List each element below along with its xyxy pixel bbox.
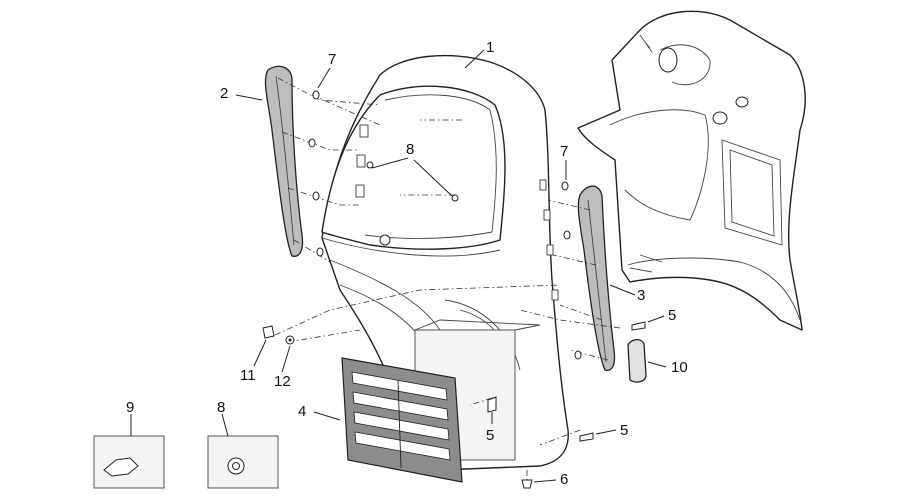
cover-plate [627, 338, 647, 383]
callout-10: 10 [671, 359, 688, 376]
left-trim-strip [264, 65, 304, 257]
callout-7-left: 7 [328, 51, 336, 68]
callout-5-bottom: 5 [620, 422, 628, 439]
screw-icon [631, 321, 646, 331]
callout-7-right: 7 [560, 143, 568, 160]
nut-icon [262, 325, 275, 339]
callout-5-top: 5 [668, 307, 676, 324]
callout-6: 6 [560, 471, 568, 488]
callout-4: 4 [298, 403, 306, 420]
grille [341, 357, 463, 483]
callout-3: 3 [637, 287, 645, 304]
kit-box-9 [93, 435, 165, 489]
callout-12: 12 [274, 373, 291, 390]
screw-icon [487, 396, 497, 413]
callout-11: 11 [240, 367, 256, 384]
callout-5-mid: 5 [486, 427, 494, 444]
callout-9: 9 [126, 399, 134, 416]
callout-8-kit: 8 [217, 399, 225, 416]
kit-box-8 [207, 435, 279, 489]
callout-labels: 1 2 3 4 5 5 5 6 7 7 8 8 9 10 11 12 [126, 39, 688, 488]
washer-icon [561, 181, 569, 191]
hardware [262, 90, 646, 489]
front-shield [321, 54, 569, 471]
screw-icon [521, 479, 533, 489]
clip-icon [103, 457, 139, 477]
callout-8-diagram: 8 [406, 141, 414, 158]
washer-icon [312, 90, 320, 100]
right-trim-strip [577, 185, 616, 371]
grommet-icon [658, 47, 678, 73]
callout-2: 2 [220, 85, 228, 102]
leader-lines [130, 49, 667, 483]
callout-1: 1 [486, 39, 494, 56]
screw-icon [579, 432, 594, 442]
rear-inner-panel [577, 10, 806, 331]
